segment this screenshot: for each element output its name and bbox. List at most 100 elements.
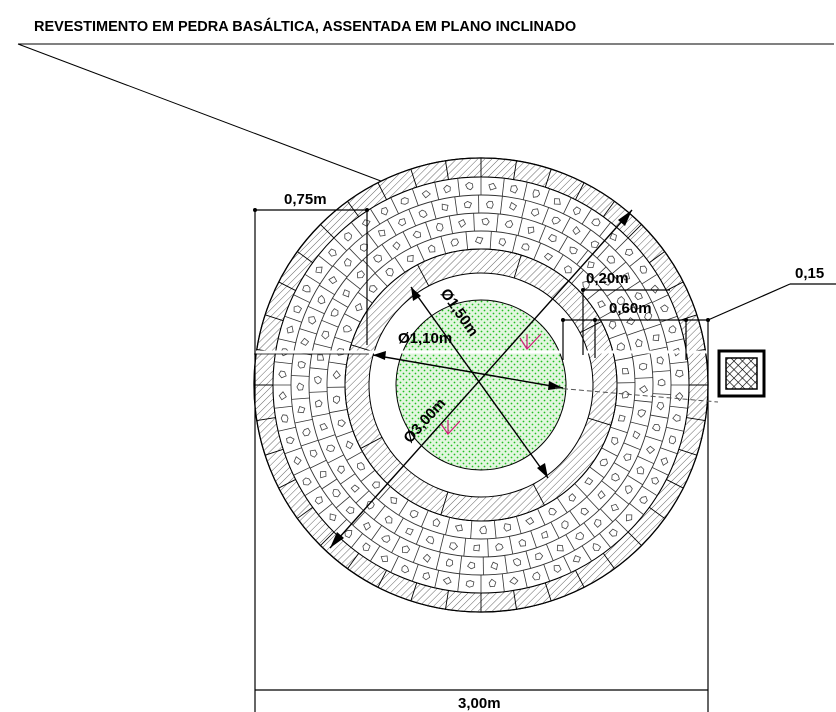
radial-joint xyxy=(630,421,649,427)
basalt-stone xyxy=(314,496,323,505)
basalt-stone xyxy=(377,229,386,237)
radial-joint xyxy=(632,352,651,357)
border-joint xyxy=(686,417,706,421)
basalt-stone xyxy=(521,243,530,251)
basalt-stone xyxy=(530,208,540,217)
basalt-stone xyxy=(441,203,449,211)
radial-joint xyxy=(643,323,662,331)
radial-joint xyxy=(601,480,616,493)
radial-joint xyxy=(335,496,351,509)
dim-label-ring-width: 0,75m xyxy=(284,191,327,208)
radial-joint xyxy=(599,309,616,319)
basalt-stone xyxy=(626,317,636,326)
radial-joint xyxy=(457,178,461,197)
radial-joint xyxy=(571,269,584,284)
border-joint xyxy=(297,506,313,519)
basalt-stone xyxy=(293,456,302,466)
basalt-stone xyxy=(656,402,665,411)
dim-label-width-060: 0,60m xyxy=(609,300,652,317)
basalt-stone xyxy=(651,477,660,485)
basalt-stone xyxy=(611,437,619,446)
radial-joint xyxy=(373,505,386,520)
basalt-stone xyxy=(498,238,507,247)
radial-joint xyxy=(473,213,475,232)
basalt-stone xyxy=(638,362,648,371)
inner-hatched-curb xyxy=(344,248,618,522)
basalt-stone xyxy=(634,292,643,301)
basalt-stone xyxy=(356,270,365,279)
basalt-stone xyxy=(332,370,341,380)
basalt-stone xyxy=(342,289,350,298)
border-joint xyxy=(575,182,585,200)
basalt-stone xyxy=(425,536,435,545)
basalt-stone xyxy=(381,535,391,543)
basalt-stone xyxy=(337,419,346,428)
basalt-stone xyxy=(463,200,473,209)
basalt-stone xyxy=(286,436,295,445)
basalt-stone xyxy=(330,308,339,317)
basalt-stone xyxy=(503,523,512,532)
basalt-stone xyxy=(412,230,422,239)
radial-joint xyxy=(335,430,354,438)
radial-joint xyxy=(369,208,381,225)
radial-joint xyxy=(274,361,293,365)
radial-joint xyxy=(329,409,348,414)
radial-joint xyxy=(454,196,458,215)
radial-joint xyxy=(624,280,641,292)
radial-joint xyxy=(634,377,653,379)
basalt-stone xyxy=(328,248,337,257)
curb-joint xyxy=(417,264,430,287)
basalt-stone xyxy=(535,552,544,560)
border-joint xyxy=(320,531,335,546)
radial-joint xyxy=(581,545,593,562)
radial-joint xyxy=(307,305,325,315)
radial-joint xyxy=(556,497,568,513)
basalt-stone xyxy=(363,521,371,531)
radial-joint xyxy=(649,346,668,351)
basalt-stone xyxy=(357,462,365,471)
radial-joint xyxy=(489,231,492,250)
border-joint xyxy=(513,160,517,180)
radial-joint xyxy=(614,492,630,505)
radial-joint xyxy=(543,188,551,206)
basalt-stone xyxy=(509,576,519,585)
radial-joint xyxy=(627,474,643,486)
basalt-stone xyxy=(278,391,287,401)
basalt-stone xyxy=(541,530,549,539)
basalt-stone xyxy=(398,218,407,227)
basalt-stone xyxy=(626,514,633,522)
basalt-stone xyxy=(421,190,431,199)
basalt-stone xyxy=(380,555,389,563)
basalt-stone xyxy=(486,200,494,209)
basalt-stone xyxy=(418,209,428,218)
basalt-stone xyxy=(572,555,581,563)
radial-joint xyxy=(333,519,347,533)
border-joint xyxy=(602,201,615,217)
basalt-stone xyxy=(532,189,541,198)
basalt-stone xyxy=(527,226,535,235)
radial-joint xyxy=(599,533,611,548)
basalt-stone xyxy=(616,342,625,351)
radial-joint xyxy=(501,178,505,197)
basalt-stone xyxy=(636,466,645,475)
border-joint xyxy=(410,168,418,188)
basalt-stone xyxy=(278,370,287,379)
basalt-stone xyxy=(344,232,353,242)
radial-joint xyxy=(637,455,655,465)
radial-joint xyxy=(367,232,379,248)
radial-joint xyxy=(511,235,517,253)
basalt-stone xyxy=(675,369,684,378)
basalt-stone xyxy=(639,265,648,274)
dim-label-curb: 0,20m xyxy=(586,270,629,287)
basalt-stone xyxy=(543,252,554,261)
basalt-stone xyxy=(302,477,312,486)
radial-joint xyxy=(495,213,499,232)
radial-joint xyxy=(579,229,592,245)
radial-joint xyxy=(652,294,669,303)
basalt-stone xyxy=(368,285,378,293)
radial-joint xyxy=(293,294,310,303)
border-joint xyxy=(377,570,387,588)
radial-joint xyxy=(652,393,671,395)
basalt-stone xyxy=(547,234,557,243)
basalt-stone xyxy=(335,348,345,356)
